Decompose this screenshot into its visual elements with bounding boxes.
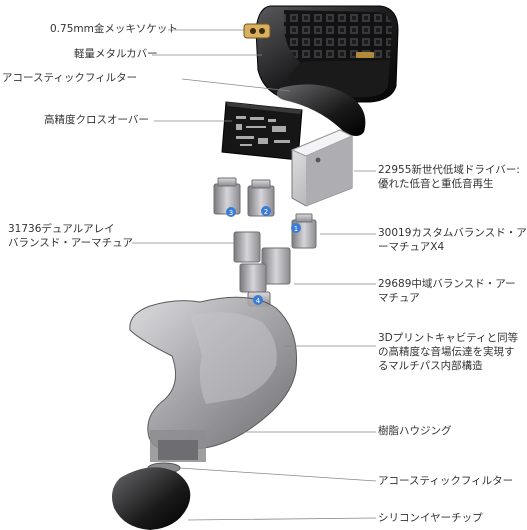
label-custom-armature-2: ーマチュアX4 (378, 241, 445, 253)
woofer-driver (290, 129, 354, 207)
badge-4: 4 (253, 295, 263, 305)
label-mid-armature-1: 29689中域バランスド・アー (378, 278, 516, 290)
label-mid-armature-2: マチュア (378, 292, 420, 304)
label-print-3: るマルチパス内部構造 (378, 360, 483, 372)
svg-text:2: 2 (264, 208, 268, 216)
label-housing: 樹脂ハウジング (378, 425, 452, 437)
badge-2: 2 (261, 206, 271, 216)
label-socket: 0.75mm金メッキソケット (50, 23, 178, 35)
silicone-eartip (112, 467, 191, 530)
label-crossover: 高精度クロスオーバー (44, 114, 149, 126)
label-print-1: 3Dプリントキャビティと同等 (378, 332, 519, 344)
label-driver-1: 22955新世代低域ドライバー: (378, 164, 520, 176)
mid-armature-stack (233, 231, 291, 307)
gold-socket (243, 23, 271, 39)
label-dual-armature-2: バランスド・アーマチュア (8, 237, 133, 249)
svg-text:1: 1 (294, 225, 298, 233)
label-custom-armature-1: 30019カスタムバランスド・ア (378, 227, 527, 239)
label-acoustic-filter-top: アコースティックフィルター (2, 72, 138, 84)
label-dual-armature-1: 31736デュアルアレイ (8, 223, 115, 235)
label-cover: 軽量メタルカバー (74, 48, 158, 60)
badge-3: 3 (226, 207, 236, 217)
label-acoustic-filter-bottom: アコースティックフィルター (378, 475, 514, 487)
leader-lines (132, 29, 377, 521)
label-eartip: シリコンイヤーチップ (378, 512, 483, 524)
label-print-2: の高精度な音場伝達を実現す (378, 346, 515, 358)
svg-text:3: 3 (229, 209, 233, 217)
badge-1: 1 (291, 223, 301, 233)
label-driver-2: 優れた低音と重低音再生 (378, 178, 494, 190)
crossover-board (221, 101, 303, 161)
acoustic-filter-top (276, 84, 366, 136)
resin-housing (129, 296, 298, 462)
svg-text:4: 4 (256, 297, 261, 305)
